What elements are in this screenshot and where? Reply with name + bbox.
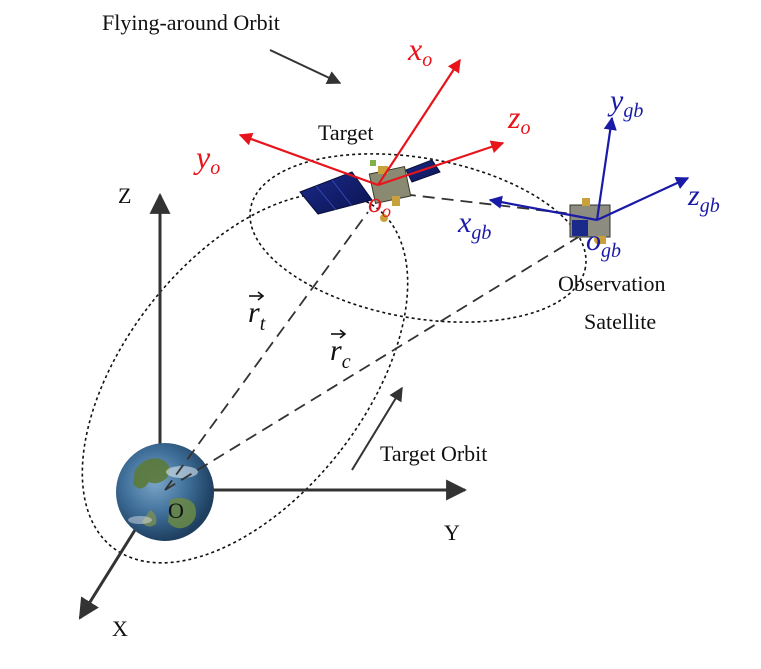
target-label: Target: [318, 120, 373, 145]
target-z-label: zo: [507, 99, 530, 139]
satellite-label: Satellite: [584, 309, 656, 334]
r-c-label: rc: [330, 329, 351, 373]
svg-text:rc: rc: [330, 334, 351, 373]
observer-y-axis-arrow: [595, 116, 617, 221]
observer-z-label: zgb: [687, 179, 720, 217]
target-origin-label: oo: [368, 188, 391, 221]
r-t-label: rt: [248, 291, 266, 335]
axis-y-label: Y: [444, 520, 460, 545]
svg-text:rt: rt: [248, 296, 266, 335]
observer-x-label: xgb: [457, 206, 491, 244]
observer-x-axis-arrow: [488, 195, 598, 222]
target-orbit-direction-arrow: [351, 386, 403, 471]
target-x-label: xo: [407, 31, 432, 71]
earth-image: [116, 443, 214, 541]
axis-z-label: Z: [118, 183, 131, 208]
observer-origin-label: ogb: [586, 224, 621, 262]
observer-z-axis-arrow: [596, 176, 690, 221]
target-orbit-label: Target Orbit: [380, 441, 487, 466]
axis-x-label: X: [112, 616, 128, 641]
target-y-axis-arrow: [238, 132, 379, 187]
r-t-vector-line: [164, 211, 369, 491]
target-orbit-ellipse: [81, 192, 409, 564]
observation-satellite-icon: [569, 198, 611, 244]
origin-label: O: [168, 498, 184, 523]
observation-label: Observation: [558, 271, 666, 296]
target-y-label: yo: [193, 139, 220, 179]
flying-orbit-pointer-arrow: [269, 49, 342, 84]
flying-around-orbit-ellipse: [249, 153, 587, 323]
observer-y-label: ygb: [607, 84, 643, 122]
flying-around-orbit-label: Flying-around Orbit: [102, 10, 280, 35]
target-z-axis-arrow: [377, 140, 505, 187]
target-x-axis-arrow: [377, 58, 461, 186]
r-c-vector-line: [164, 224, 599, 491]
